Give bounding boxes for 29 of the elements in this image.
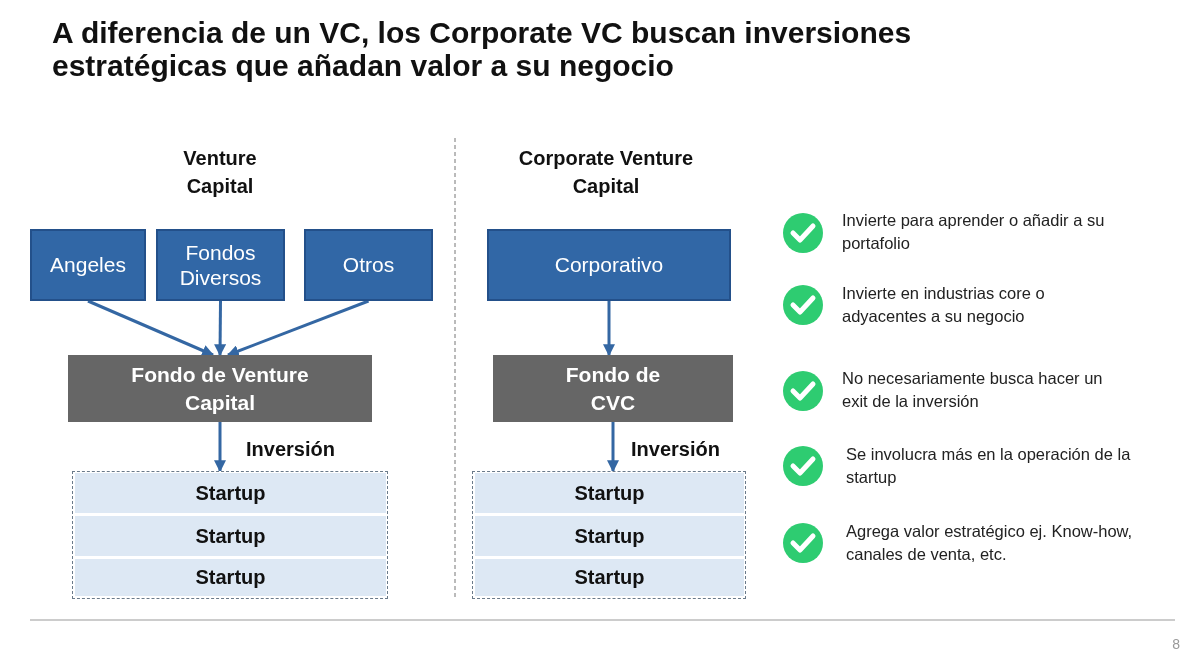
arrow bbox=[214, 301, 227, 357]
startup-group-box bbox=[72, 471, 388, 599]
slide-title: A diferencia de un VC, los Corporate VC buscan inversiones estratégicas que añadan valor a su negocio bbox=[52, 16, 913, 82]
source-box: Angeles bbox=[30, 229, 146, 301]
column-heading: Corporate Venture Capital bbox=[517, 146, 695, 199]
source-box: Fondos Diversos bbox=[156, 229, 285, 301]
column-heading: Venture Capital bbox=[182, 146, 258, 199]
startup-group-box bbox=[472, 471, 746, 599]
source-box: Otros bbox=[304, 229, 433, 301]
startup-row: Startup bbox=[475, 473, 744, 513]
arrow bbox=[214, 422, 226, 473]
bullet-text: Se involucra más en la operación de la startup bbox=[846, 444, 1132, 489]
arrow bbox=[87, 299, 215, 357]
fund-box: Fondo de Venture Capital bbox=[68, 355, 372, 422]
startup-row: Startup bbox=[75, 559, 386, 596]
startup-row: Startup bbox=[75, 473, 386, 513]
source-box: Corporativo bbox=[487, 229, 731, 301]
bullet-text: Invierte en industrias core o adyacentes a su negocio bbox=[842, 283, 1046, 328]
arrow bbox=[607, 422, 619, 473]
fund-box: Fondo de CVC bbox=[493, 355, 733, 422]
startup-row: Startup bbox=[75, 516, 386, 556]
page-number: 8 bbox=[1171, 636, 1180, 652]
startup-row: Startup bbox=[475, 516, 744, 556]
arrow bbox=[603, 301, 615, 357]
startup-row: Startup bbox=[475, 559, 744, 596]
bullet-text: Invierte para aprender o añadir a su portafolio bbox=[842, 210, 1106, 255]
bullet-text: Agrega valor estratégico ej. Know-how, canales de venta, etc. bbox=[846, 521, 1134, 566]
bullet-text: No necesariamente busca hacer un exit de la inversión bbox=[842, 368, 1104, 413]
arrow bbox=[226, 299, 370, 357]
